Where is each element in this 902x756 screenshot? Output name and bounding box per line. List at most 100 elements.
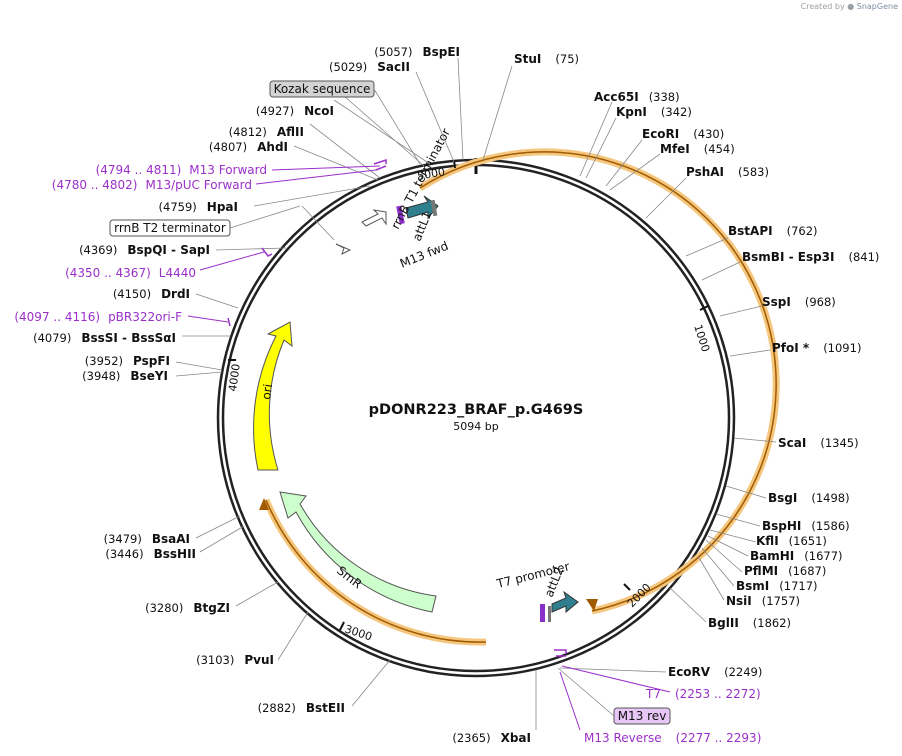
site-name: StuI <box>514 52 541 66</box>
site-pos: (762) <box>787 224 818 238</box>
tick-3000: 3000 <box>343 622 374 643</box>
rrnb-t2-marker-icon <box>335 243 352 255</box>
site-pos: (3446) <box>105 547 143 561</box>
primer-range: (4794 .. 4811) <box>96 163 182 177</box>
site-name: BspQI - SapI <box>127 243 210 257</box>
site-pos: (4079) <box>33 331 71 345</box>
tick-2000: 2000 <box>625 581 654 610</box>
primer-range: (4350 .. 4367) <box>65 266 151 280</box>
primer-labels: (4794 .. 4811)M13 Forward (4780 .. 4802)… <box>14 163 761 745</box>
svg-text:(4097 .. 4116)pBR322ori-F: (4097 .. 4116)pBR322ori-F <box>14 310 182 324</box>
left-site-labels: (5057) BspEI (5029)SacII (4927)NcoI (4812… <box>33 45 531 745</box>
svg-text:(2365)XbaI: (2365) XbaI <box>452 731 531 745</box>
primer-name: M13 Reverse <box>584 731 662 745</box>
site-pos: (968) <box>805 295 836 309</box>
site-pos: (2365) <box>452 731 490 745</box>
svg-text:BglII(1862): BglII(1862) <box>708 616 791 630</box>
right-site-labels: StuI(75) Acc65I(338) KpnI(342) EcoRI(430… <box>514 52 879 679</box>
svg-text:StuI(75): StuI(75) <box>514 52 579 66</box>
site-name: BspEI <box>422 45 460 59</box>
site-name: BseYI <box>130 369 168 383</box>
svg-text:BsmBI - Esp3I(841): BsmBI - Esp3I(841) <box>742 250 879 264</box>
svg-text:PshAI(583): PshAI (583) <box>686 165 769 179</box>
m13-fwd-label: M13 fwd <box>398 239 450 271</box>
site-pos: (5057) <box>374 45 412 59</box>
site-name: BsmI <box>736 579 769 593</box>
rrnb-t2-label: rrnB T2 terminator <box>114 221 226 235</box>
rrnb-t1-arrow-icon[interactable] <box>361 209 387 227</box>
svg-text:MfeI(454): MfeI(454) <box>660 142 735 156</box>
site-name: BsaAI <box>152 532 190 546</box>
svg-text:(4807)AhdI: (4807)AhdI <box>209 140 288 154</box>
site-pos: (1757) <box>762 594 800 608</box>
site-pos: (4812) <box>229 125 267 139</box>
primer-range: (2277 .. 2293) <box>676 731 762 745</box>
credit-brand: SnapGene <box>856 2 898 11</box>
site-name: ScaI <box>778 436 806 450</box>
svg-text:Acc65I(338): Acc65I(338) <box>594 90 680 104</box>
site-pos: (583) <box>738 165 769 179</box>
primer-range: (2253 .. 2272) <box>675 687 761 701</box>
svg-text:KpnI(342): KpnI(342) <box>616 105 692 119</box>
site-pos: (454) <box>704 142 735 156</box>
site-pos: (1687) <box>788 564 826 578</box>
svg-text:EcoRV(2249): EcoRV(2249) <box>668 665 762 679</box>
svg-text:PfoI *(1091): PfoI *(1091) <box>772 341 861 355</box>
svg-text:BsgI(1498): BsgI(1498) <box>768 491 850 505</box>
site-pos: (3952) <box>85 354 123 368</box>
site-name: PfoI * <box>772 341 810 355</box>
svg-text:BstAPI(762): BstAPI (762) <box>728 224 818 238</box>
svg-text:(4350 .. 4367)L4440: (4350 .. 4367)L4440 <box>65 266 196 280</box>
svg-text:(5029)SacII: (5029)SacII <box>329 60 410 74</box>
site-pos: (3280) <box>145 601 183 615</box>
primer-name: T7 <box>645 687 661 701</box>
backbone-inner <box>221 163 731 673</box>
svg-text:BamHI(1677): BamHI(1677) <box>750 549 843 563</box>
insert-arc <box>419 151 777 612</box>
attl2-arrow-icon[interactable] <box>551 590 579 614</box>
site-pos: (1586) <box>811 519 849 533</box>
site-pos: (841) <box>848 250 879 264</box>
site-name: PshAI <box>686 165 724 179</box>
site-name: PspFI <box>133 354 170 368</box>
site-name: BamHI <box>750 549 794 563</box>
svg-text:BspHI(1586): BspHI(1586) <box>762 519 850 533</box>
left-leaders <box>175 57 537 730</box>
svg-text:(3103)PvuI: (3103)PvuI <box>196 653 274 667</box>
site-pos: (4369) <box>79 243 117 257</box>
primer-name: pBR322ori-F <box>108 310 182 324</box>
site-name: XbaI <box>501 731 531 745</box>
svg-text:BsmI(1717): BsmI (1717) <box>736 579 818 593</box>
site-name: EcoRI <box>642 127 679 141</box>
right-leaders <box>482 65 777 673</box>
site-pos: (2882) <box>258 701 296 715</box>
site-pos: (1345) <box>820 436 858 450</box>
backbone-arrow-icon <box>259 498 269 510</box>
site-pos: (5029) <box>329 60 367 74</box>
site-name: NcoI <box>304 104 334 118</box>
site-name: DrdI <box>161 287 190 301</box>
site-name: Acc65I <box>594 90 639 104</box>
svg-text:T7(2253 .. 2272): T7 (2253 .. 2272) <box>645 687 761 701</box>
primer-name: M13/pUC Forward <box>145 178 252 192</box>
smr-feature[interactable] <box>279 491 437 613</box>
backbone-arc <box>265 499 487 643</box>
svg-text:(3479)BsaAI: (3479)BsaAI <box>104 532 190 546</box>
attl1-end-marker <box>430 199 438 217</box>
svg-text:(4759)HpaI: (4759)HpaI <box>159 200 238 214</box>
site-name: BssHII <box>154 547 196 561</box>
site-pos: (1651) <box>789 534 827 548</box>
site-name: KflI <box>756 534 779 548</box>
site-pos: (1717) <box>779 579 817 593</box>
site-name: BsgI <box>768 491 797 505</box>
site-name: BstAPI <box>728 224 773 238</box>
t7-promoter-marker <box>540 604 545 622</box>
site-name: BssSI - BssSαI <box>81 331 176 345</box>
svg-text:(4927)NcoI: (4927)NcoI <box>256 104 334 118</box>
svg-text:KflI(1651): KflI (1651) <box>756 534 827 548</box>
svg-text:(5057)BspEI: (5057) BspEI <box>374 45 460 59</box>
site-pos: (4807) <box>209 140 247 154</box>
snapgene-logo-icon: ● <box>847 2 855 11</box>
ori-feature[interactable] <box>253 321 293 471</box>
